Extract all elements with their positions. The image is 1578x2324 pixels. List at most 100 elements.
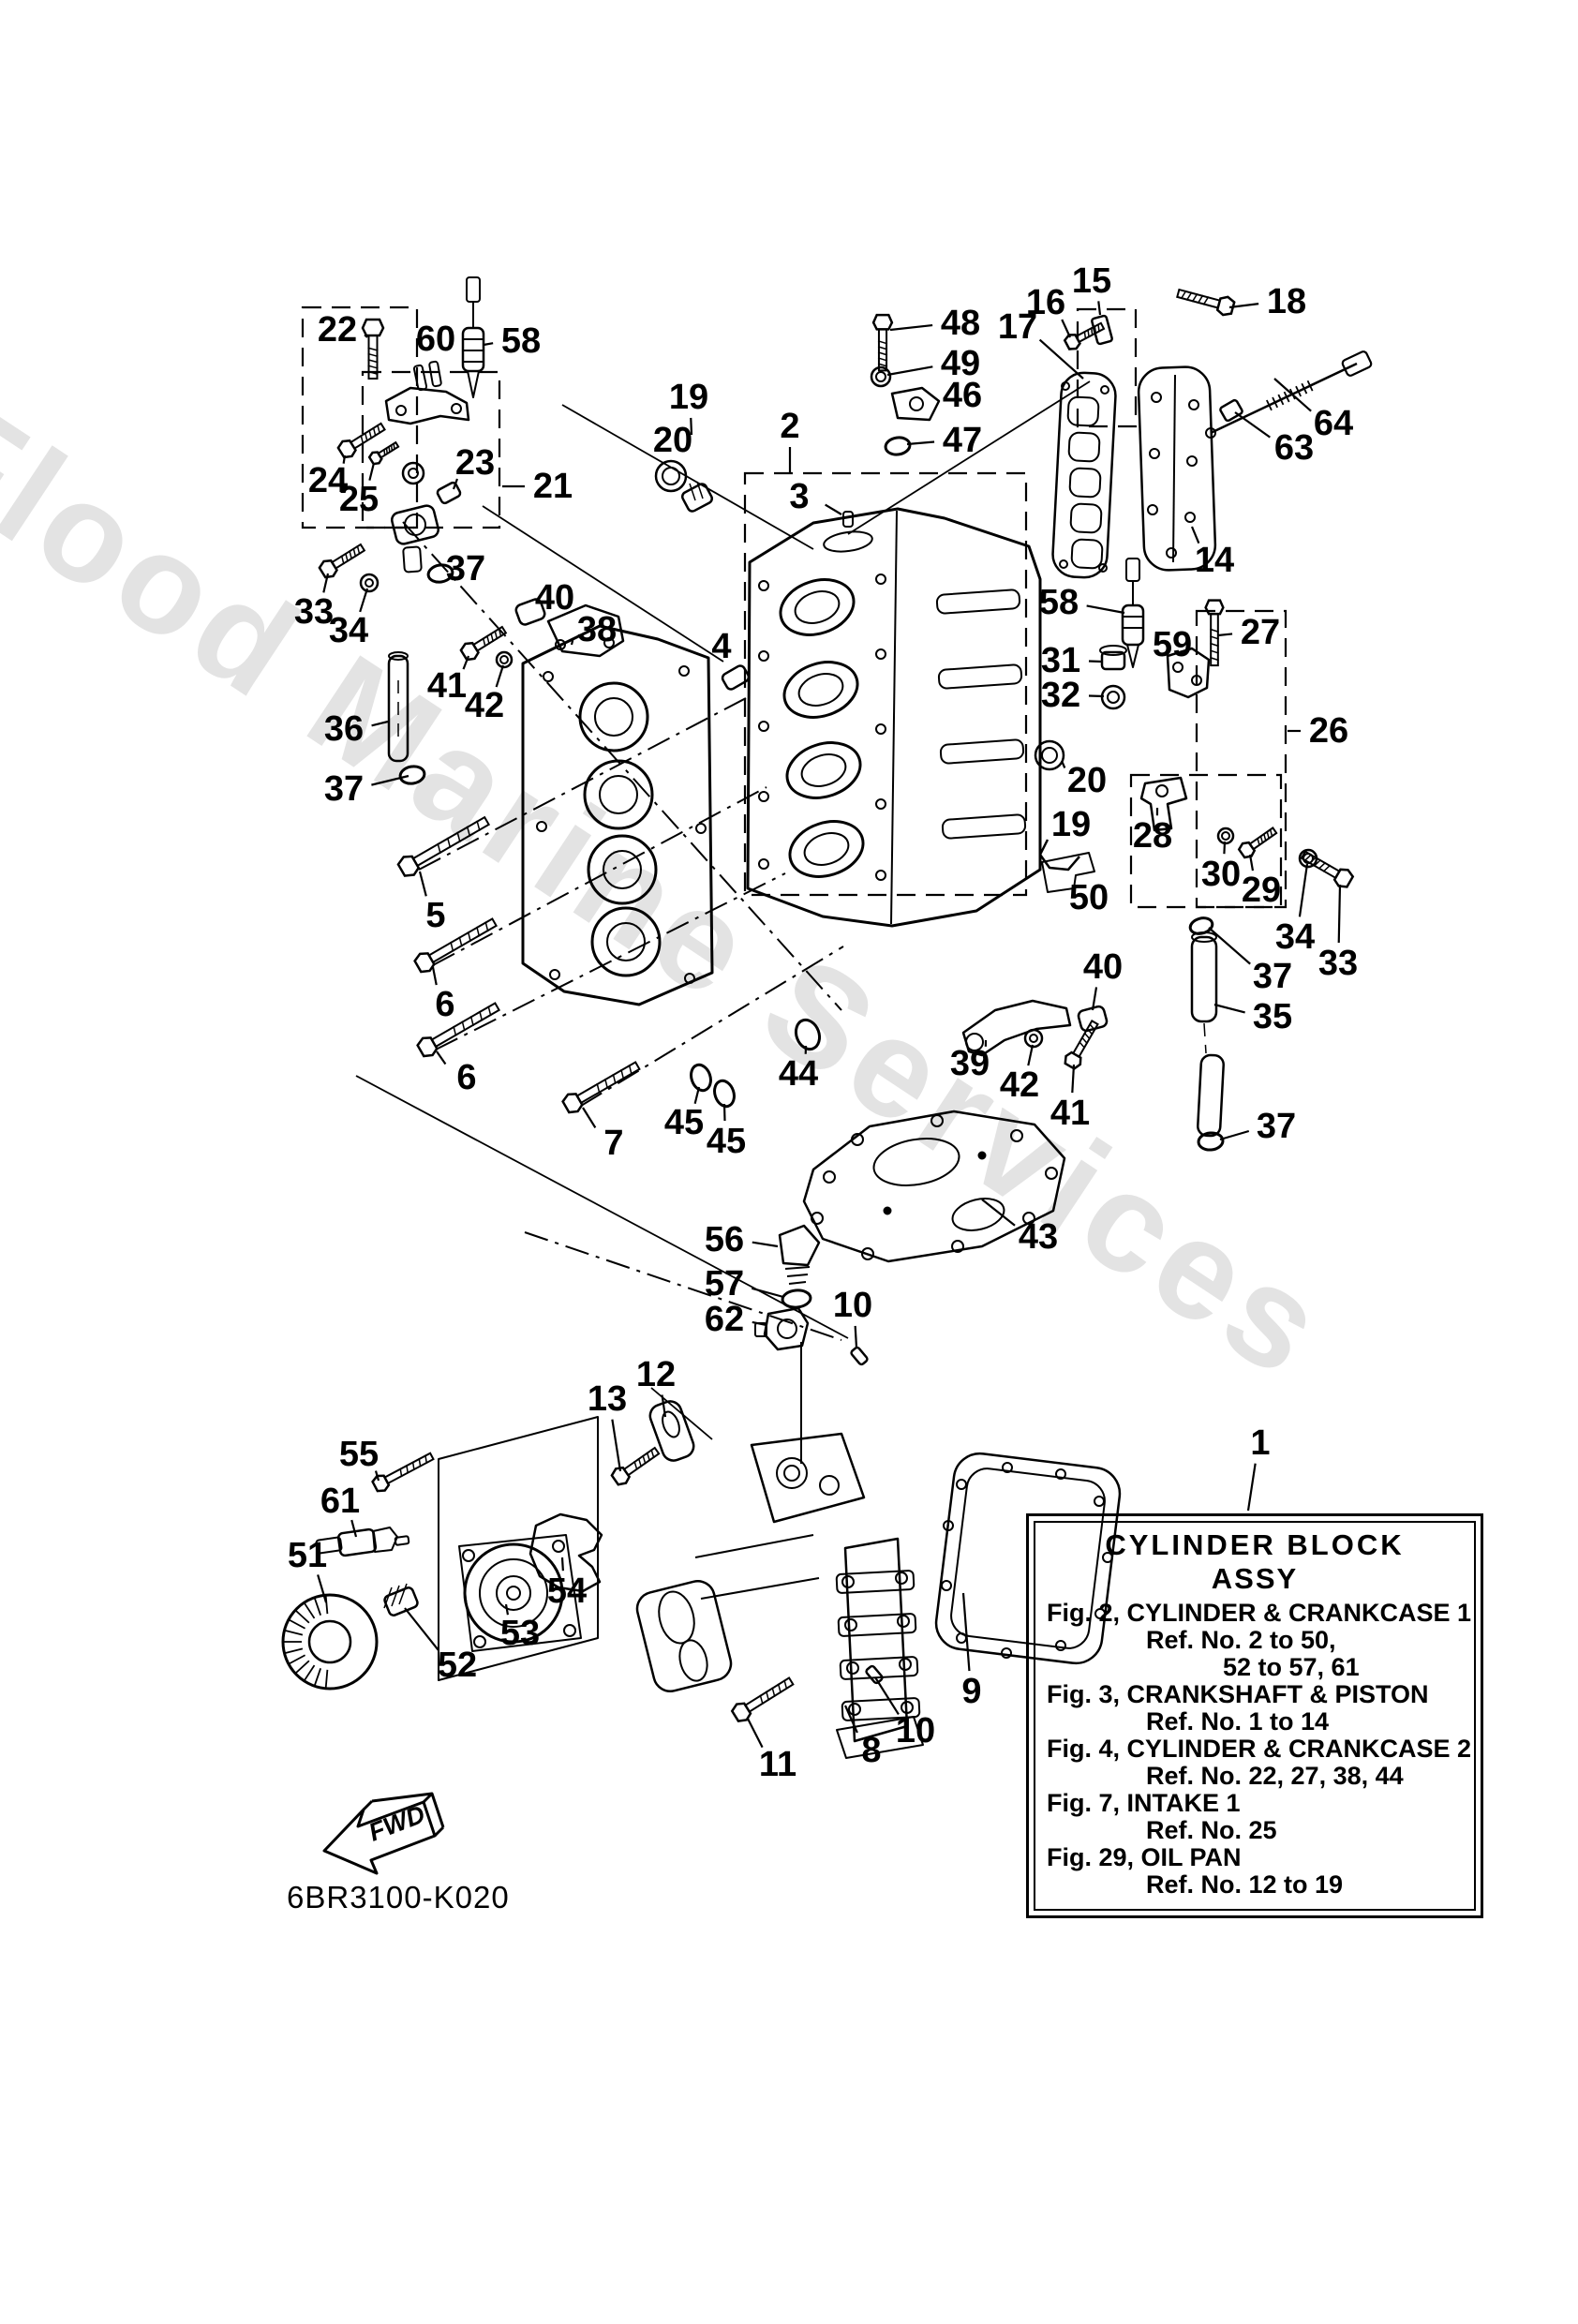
callout-8: 8 (861, 1731, 881, 1770)
part-shape (1341, 350, 1373, 377)
part-shape (1151, 392, 1162, 403)
bolt (610, 1446, 661, 1486)
leader-line (1298, 863, 1309, 917)
part-shape (391, 504, 439, 545)
part-shape (1055, 1640, 1066, 1651)
bolt (413, 917, 498, 974)
leader-line (751, 1287, 784, 1299)
bolt (367, 440, 400, 466)
callout-11: 11 (759, 1745, 796, 1784)
callout-64: 64 (1314, 404, 1353, 443)
part-shape (930, 1114, 944, 1127)
part-shape (1066, 395, 1100, 427)
part-shape (1186, 455, 1198, 467)
construction-line (432, 786, 767, 966)
part-shape (897, 1615, 910, 1628)
legend-line: Fig. 7, INTAKE 1 (1047, 1789, 1241, 1817)
callout-31: 31 (1041, 641, 1080, 680)
callout-28: 28 (1133, 816, 1172, 856)
leader-line (483, 342, 494, 347)
part-shape (776, 1457, 808, 1489)
part-shape (506, 1586, 521, 1601)
callout-45: 45 (664, 1103, 704, 1142)
part-shape (372, 1527, 398, 1553)
callout-30: 30 (1201, 855, 1241, 894)
callout-1: 1 (1250, 1423, 1270, 1463)
part-shape (314, 1598, 322, 1616)
callout-24: 24 (308, 461, 348, 500)
part-shape (1203, 1022, 1207, 1054)
callout-39: 39 (950, 1044, 990, 1083)
part-shape (635, 1580, 733, 1692)
callout-21: 21 (533, 467, 573, 506)
leader-line (371, 720, 389, 727)
part-shape (1306, 380, 1314, 392)
leader-line (1060, 760, 1066, 768)
callout-16: 16 (1026, 283, 1065, 322)
callout-6: 6 (435, 985, 454, 1024)
callout-63: 63 (1274, 428, 1314, 468)
callout-51: 51 (288, 1536, 327, 1575)
leader-line (404, 1607, 439, 1651)
legend-line: Fig. 3, CRANKSHAFT & PISTON (1047, 1680, 1429, 1708)
leader-line (495, 664, 505, 688)
construction-line (847, 380, 1091, 535)
leader-line (1086, 604, 1125, 615)
part-shape (387, 654, 409, 763)
construction-line (418, 696, 749, 871)
part-shape (546, 603, 625, 658)
part-shape (850, 1346, 869, 1366)
construction-line (402, 521, 842, 1011)
part-shape (458, 1534, 582, 1652)
callout-12: 12 (636, 1355, 676, 1394)
callout-46: 46 (943, 376, 982, 415)
callout-33: 33 (294, 592, 334, 632)
leader-line (452, 478, 458, 490)
part-shape (383, 1587, 419, 1616)
callout-50: 50 (1069, 878, 1109, 917)
bolt (371, 1452, 435, 1493)
callout-23: 23 (455, 443, 495, 483)
part-shape (875, 574, 886, 585)
part-shape (943, 1520, 954, 1531)
part-shape (365, 578, 374, 588)
part-shape (794, 590, 841, 624)
part-shape (499, 655, 509, 664)
leader-line (1337, 884, 1342, 944)
part-shape (895, 1572, 908, 1585)
leader-line (693, 1086, 701, 1104)
part-shape (563, 1624, 576, 1637)
part-shape (383, 1587, 393, 1609)
part-shape (1034, 739, 1065, 771)
part-shape (1210, 362, 1358, 435)
part-shape (395, 405, 407, 416)
part-shape (1061, 381, 1070, 391)
part-shape (875, 648, 886, 660)
part-shape (823, 530, 873, 553)
part-shape (841, 1575, 855, 1588)
bolt (1176, 288, 1236, 317)
part-shape (1197, 1131, 1225, 1152)
part-shape (934, 1452, 1122, 1665)
construction-line (561, 404, 814, 550)
leader-line (1213, 1003, 1245, 1014)
callout-62: 62 (705, 1300, 744, 1339)
leader-line (1097, 301, 1102, 316)
part-shape (462, 1549, 475, 1562)
callout-40: 40 (1083, 947, 1123, 987)
callout-37: 37 (1257, 1107, 1296, 1146)
part-shape (937, 663, 1023, 690)
part-shape (1125, 558, 1140, 582)
part-shape (1191, 675, 1202, 686)
part-shape (398, 765, 426, 785)
part-shape (658, 1590, 695, 1645)
leader-line (1217, 633, 1233, 637)
part-shape (1149, 448, 1160, 459)
leader-line (560, 1557, 564, 1572)
part-shape (1147, 504, 1158, 515)
part-shape (1221, 831, 1230, 841)
callout-48: 48 (941, 304, 980, 343)
callout-41: 41 (427, 666, 467, 706)
part-shape (941, 1580, 952, 1591)
part-shape (1038, 839, 1080, 872)
